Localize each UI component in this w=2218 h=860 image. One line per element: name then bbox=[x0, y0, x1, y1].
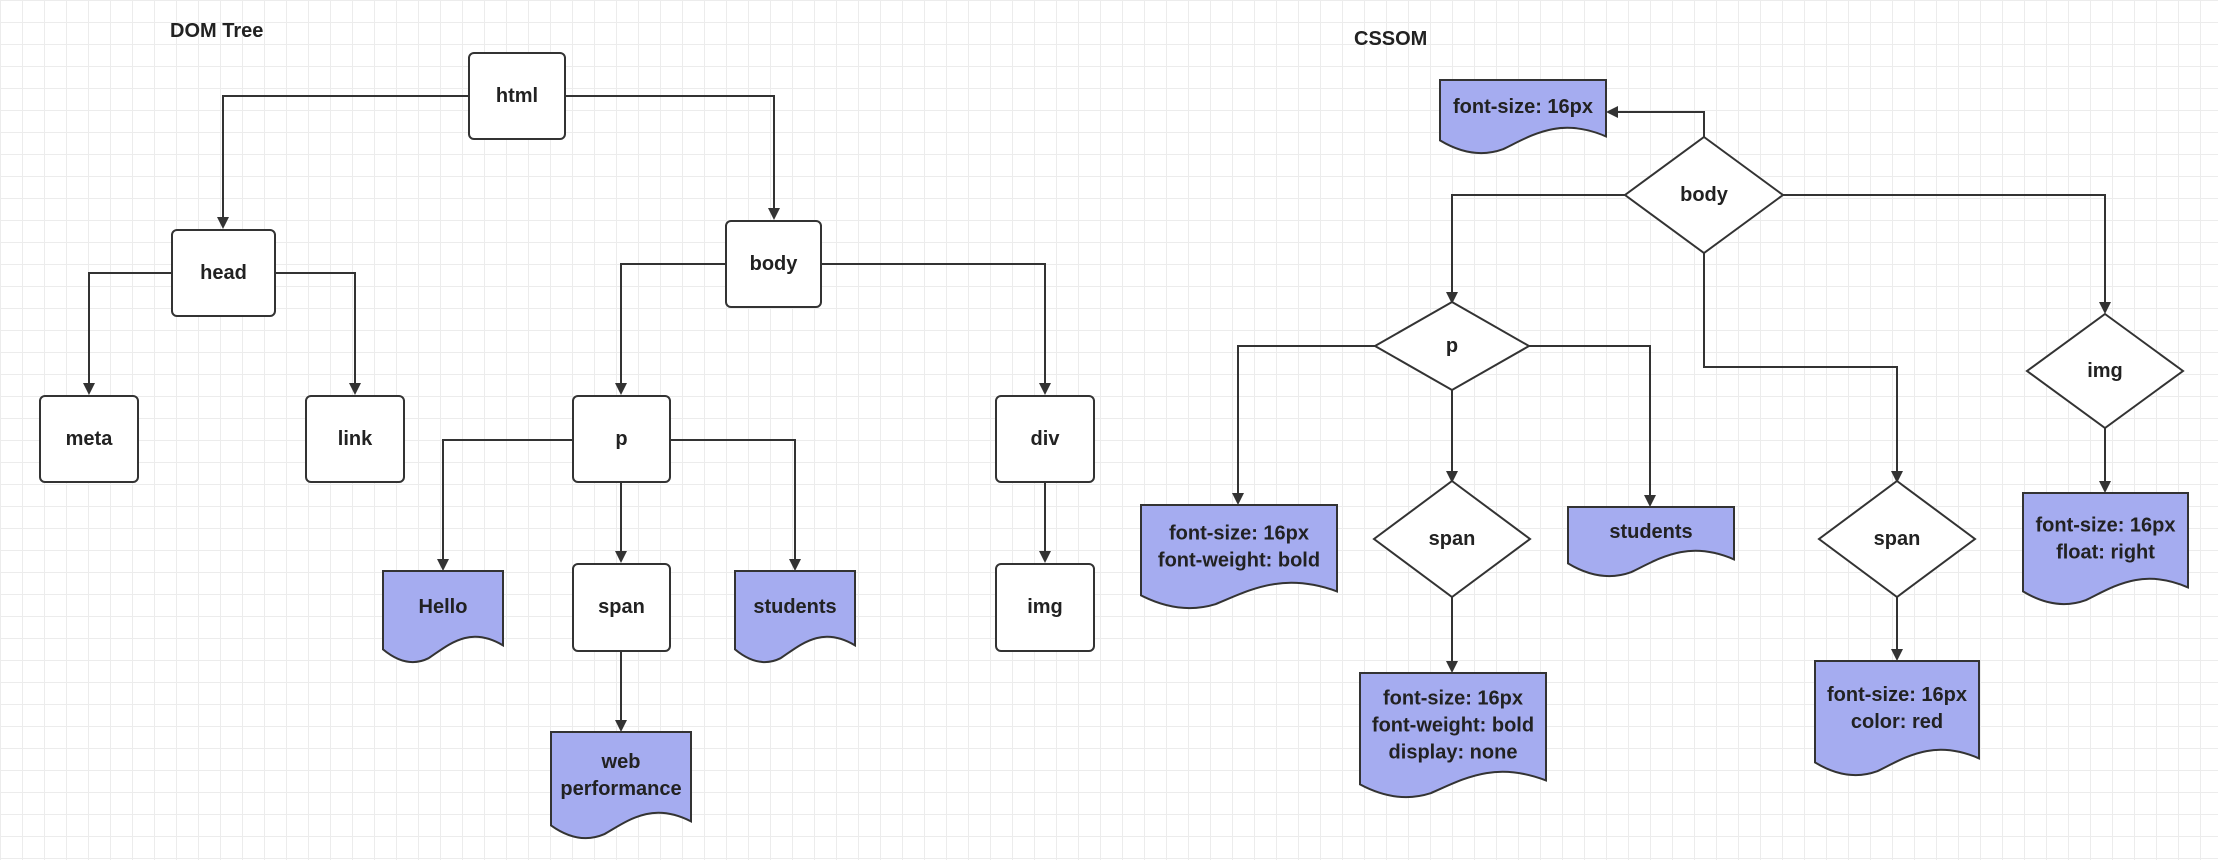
cssom-style-img-text-line-1: font-size: 16px bbox=[2035, 515, 2175, 537]
cssom-node-p bbox=[1372, 300, 1532, 392]
dom-node-meta[interactable]: meta bbox=[39, 395, 139, 483]
dom-text-web-performance bbox=[550, 731, 692, 839]
cssom-node-img-label-line-1: img bbox=[2087, 360, 2123, 382]
edge-body-p bbox=[615, 263, 725, 395]
cssom-node-span-b-label-line-1: span bbox=[1874, 528, 1921, 550]
cssom-node-img bbox=[2025, 312, 2185, 430]
dom-node-p[interactable]: p bbox=[572, 395, 671, 483]
edge-p-hello bbox=[437, 439, 572, 571]
cssom-node-span-b bbox=[1817, 479, 1977, 599]
dom-text-students bbox=[734, 570, 856, 663]
dom-node-img[interactable]: img bbox=[995, 563, 1095, 652]
cssom-style-body bbox=[1439, 79, 1607, 154]
cssom-style-body-text-line-1: font-size: 16px bbox=[1453, 96, 1593, 118]
cssom-style-span-b-text-line-2: color: red bbox=[1851, 711, 1943, 733]
dom-node-div[interactable]: div bbox=[995, 395, 1095, 483]
edge-body-span bbox=[1703, 253, 1903, 483]
cssom-style-span-a bbox=[1359, 672, 1547, 798]
edge-head-meta bbox=[83, 272, 171, 395]
edge-html-body bbox=[566, 95, 780, 220]
cssom-style-p-text-line-1: font-size: 16px bbox=[1169, 523, 1309, 545]
cssom-text-students bbox=[1567, 506, 1735, 577]
cssom-node-p-label-line-1: p bbox=[1446, 335, 1458, 357]
dom-node-span[interactable]: span bbox=[572, 563, 671, 652]
edge-html-head bbox=[217, 95, 468, 229]
edge-body-img bbox=[1783, 194, 2111, 314]
dom-text-hello bbox=[382, 570, 504, 663]
cssom-style-p-text-line-2: font-weight: bold bbox=[1158, 550, 1320, 572]
cssom-style-span-b bbox=[1814, 660, 1980, 776]
dom-text-hello-text-line-1: Hello bbox=[419, 596, 468, 618]
dom-node-body[interactable]: body bbox=[725, 220, 822, 308]
cssom-style-span-b-text-line-1: font-size: 16px bbox=[1827, 684, 1967, 706]
cssom-style-img-text-line-2: float: right bbox=[2056, 542, 2155, 564]
cssom-title: CSSOM bbox=[1354, 28, 1428, 50]
cssom-style-span-a-text-line-2: font-weight: bold bbox=[1372, 715, 1534, 737]
cssom-node-span-a-label-line-1: span bbox=[1429, 528, 1476, 550]
cssom-node-span-a bbox=[1372, 479, 1532, 599]
dom-node-head[interactable]: head bbox=[171, 229, 276, 317]
edge-p-students bbox=[671, 439, 801, 571]
dom-text-web-performance-text-line-1: web bbox=[601, 751, 641, 773]
edge-body-style bbox=[1606, 106, 1705, 138]
edge-body-div bbox=[822, 263, 1051, 395]
edge-head-link bbox=[276, 272, 361, 395]
dom-text-web-performance-text-line-2: performance bbox=[560, 778, 681, 800]
cssom-text-students-text-line-1: students bbox=[1609, 521, 1692, 543]
dom-node-html[interactable]: html bbox=[468, 52, 566, 140]
cssom-node-body-label-line-1: body bbox=[1680, 184, 1729, 206]
cssom-style-img bbox=[2022, 492, 2189, 605]
edge-body-p bbox=[1446, 194, 1625, 304]
dom-node-link[interactable]: link bbox=[305, 395, 405, 483]
cssom-style-span-a-text-line-3: display: none bbox=[1389, 742, 1518, 764]
dom-tree-title: DOM Tree bbox=[170, 20, 264, 42]
cssom-node-body bbox=[1623, 135, 1785, 255]
edge-p-style bbox=[1232, 345, 1375, 505]
edge-p-students bbox=[1529, 345, 1656, 507]
cssom-style-span-a-text-line-1: font-size: 16px bbox=[1383, 688, 1523, 710]
cssom-style-p bbox=[1140, 504, 1338, 609]
dom-text-students-text-line-1: students bbox=[753, 596, 836, 618]
